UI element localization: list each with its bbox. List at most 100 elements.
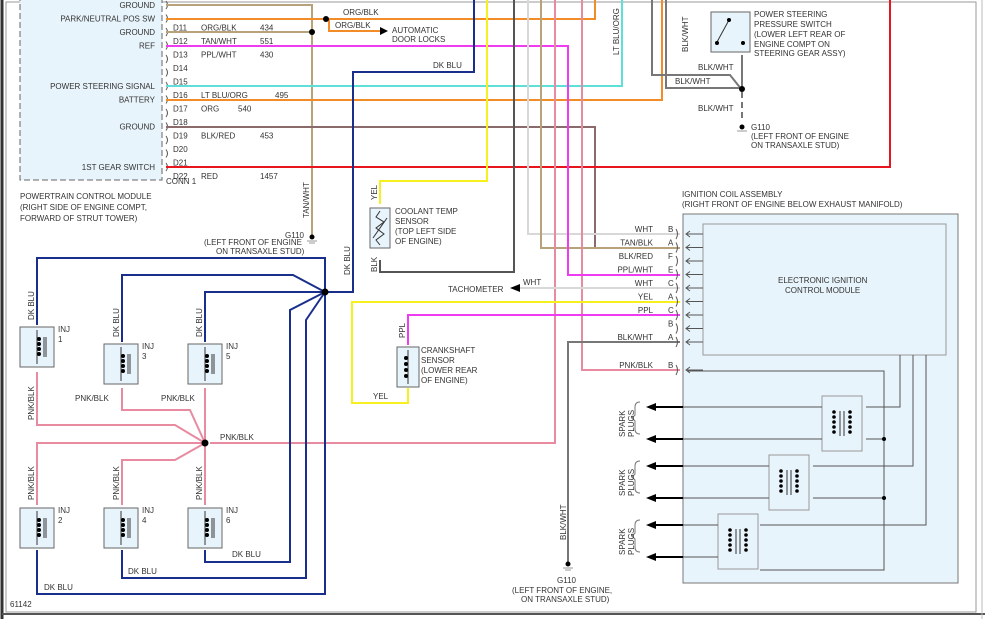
label-org-blk-2: ORG/BLK: [335, 21, 371, 30]
label-dk-blu-vert: DK BLU: [343, 246, 352, 275]
spark-plug-arrow-icon: [646, 403, 656, 411]
pcm-pin-number: D16: [173, 91, 188, 100]
wire-tan-blk-a: [540, 0, 680, 249]
spark-plug-arrow-icon: [646, 435, 656, 443]
figure-id: 61142: [10, 600, 32, 609]
svg-text:G110: G110: [751, 123, 771, 132]
label-dk-blu-inj5: DK BLU: [195, 308, 204, 337]
crankshaft-sensor: PPL YEL CRANKSHAFT SENSOR (LOWER REAR OF…: [373, 322, 478, 401]
pcm-pin-wire: TAN/WHT: [201, 37, 237, 46]
electronic-ignition-control-module: [702, 223, 947, 356]
dk-blu-wires: [36, 0, 475, 595]
svg-text:STEERING GEAR ASSY): STEERING GEAR ASSY): [754, 49, 846, 58]
svg-text:ON TRANSAXLE STUD): ON TRANSAXLE STUD): [751, 141, 840, 150]
terminal-pin: A: [668, 239, 674, 248]
splice-org-blk: [323, 16, 329, 22]
svg-text:(LEFT FRONT OF ENGINE: (LEFT FRONT OF ENGINE: [751, 132, 849, 141]
pcm-location-2: FORWARD OF STRUT TOWER): [20, 214, 138, 223]
splice-pnk-blk: [201, 439, 209, 447]
ground-g110-bottom: G110 (LEFT FRONT OF ENGINE, ON TRANSAXLE…: [512, 561, 612, 604]
svg-text:OF ENGINE): OF ENGINE): [421, 376, 468, 385]
svg-text:(LOWER REAR: (LOWER REAR: [421, 366, 478, 375]
wire-org-blk-door-locks: [328, 19, 380, 32]
pcm-pin-wire: LT BLU/ORG: [201, 91, 248, 100]
svg-text:PRESSURE SWITCH: PRESSURE SWITCH: [754, 20, 832, 29]
pnk-blk-wires: [36, 372, 206, 505]
svg-text:ON TRANSAXLE STUD): ON TRANSAXLE STUD): [521, 595, 610, 604]
pcm-pin-function: GROUND: [119, 123, 155, 132]
pcm-pin: D20: [165, 135, 188, 154]
pcm-pin: D18: [165, 108, 188, 127]
pcm-pin-number: D20: [173, 145, 188, 154]
wire-d11-org-blk: [166, 0, 596, 20]
pcm-pin: D21: [165, 149, 188, 168]
svg-text:OF ENGINE): OF ENGINE): [395, 237, 442, 246]
splice-dk-blu: [321, 288, 329, 296]
pcm-pin-function: BATTERY: [119, 96, 156, 105]
label-dk-blu-top: DK BLU: [433, 61, 462, 70]
label-yel-crank: YEL: [373, 392, 389, 401]
wire-ppl-crank: [407, 314, 680, 345]
pcm-pin-number: D17: [173, 105, 188, 114]
power-steering-pressure-switch: BLK/WHT BLK/WHT BLK/WHT BLK/WHT POWER ST…: [651, 0, 849, 150]
injector-number: 5: [226, 352, 231, 361]
label-blk-wht-ps-vert: BLK/WHT: [681, 16, 690, 52]
wire-d17-org: [166, 0, 663, 101]
pcm-pin-function: PARK/NEUTRAL POS SW: [60, 15, 155, 24]
label-wht-tach: WHT: [523, 278, 541, 287]
arrow-tachometer-icon: [510, 284, 520, 292]
svg-text:SENSOR: SENSOR: [395, 217, 429, 226]
terminal-pin: B: [668, 320, 673, 329]
terminal-pin: F: [668, 252, 673, 261]
label-pnk-blk-inj4: PNK/BLK: [112, 466, 121, 500]
label-dk-blu-inj6: DK BLU: [232, 550, 261, 559]
injector-label: INJ: [58, 506, 70, 515]
pcm-pin-number: D18: [173, 118, 188, 127]
label-org-blk-1: ORG/BLK: [343, 8, 379, 17]
door-locks-label-1: AUTOMATIC: [392, 26, 439, 35]
terminal-pin: B: [668, 361, 673, 370]
injector-number: 3: [142, 352, 147, 361]
pcm-pin-circuit: 551: [260, 37, 274, 46]
spark-plugs-label: PLUGS: [627, 528, 636, 555]
label-pnk-blk-inj1: PNK/BLK: [27, 386, 36, 420]
label-blk-wht-3: BLK/WHT: [698, 104, 734, 113]
wire-pnk-2: [581, 0, 680, 371]
pcm-pin: D14: [165, 54, 188, 73]
spark-plug-arrow-icon: [646, 553, 656, 561]
pcm-pin-circuit: 453: [260, 132, 274, 141]
svg-text:(LEFT FRONT OF ENGINE: (LEFT FRONT OF ENGINE: [204, 238, 302, 247]
terminal-wire: PNK/BLK: [619, 361, 653, 370]
pcm-pin-wire: BLK/RED: [201, 132, 235, 141]
terminal-wire: WHT: [635, 279, 653, 288]
pcm-pin-circuit: 434: [260, 24, 274, 33]
pcm-connector-label: CONN 1: [166, 177, 197, 186]
pcm-pin-wire: ORG/BLK: [201, 24, 237, 33]
svg-text:CONTROL MODULE: CONTROL MODULE: [785, 286, 860, 295]
injector-number: 1: [58, 335, 63, 344]
pcm-pin-wire: PPL/WHT: [201, 51, 237, 60]
pcm-pin-wire: ORG: [201, 105, 219, 114]
pcm-pin-function: GROUND: [119, 1, 155, 10]
injector-label: INJ: [226, 342, 238, 351]
pcm-title: POWERTRAIN CONTROL MODULE: [20, 192, 152, 201]
wire-yel-crank: [351, 301, 680, 404]
svg-text:(LOWER LEFT REAR OF: (LOWER LEFT REAR OF: [754, 30, 846, 39]
spark-plugs-label: PLUGS: [627, 410, 636, 437]
label-pnk-blk-inj3: PNK/BLK: [75, 394, 109, 403]
injector-label: INJ: [226, 506, 238, 515]
terminal-wire: BLK/WHT: [617, 333, 653, 342]
terminal-pin: A: [668, 333, 674, 342]
pcm-pin-number: D11: [173, 24, 188, 33]
spark-plug-arrow-icon: [646, 521, 656, 529]
